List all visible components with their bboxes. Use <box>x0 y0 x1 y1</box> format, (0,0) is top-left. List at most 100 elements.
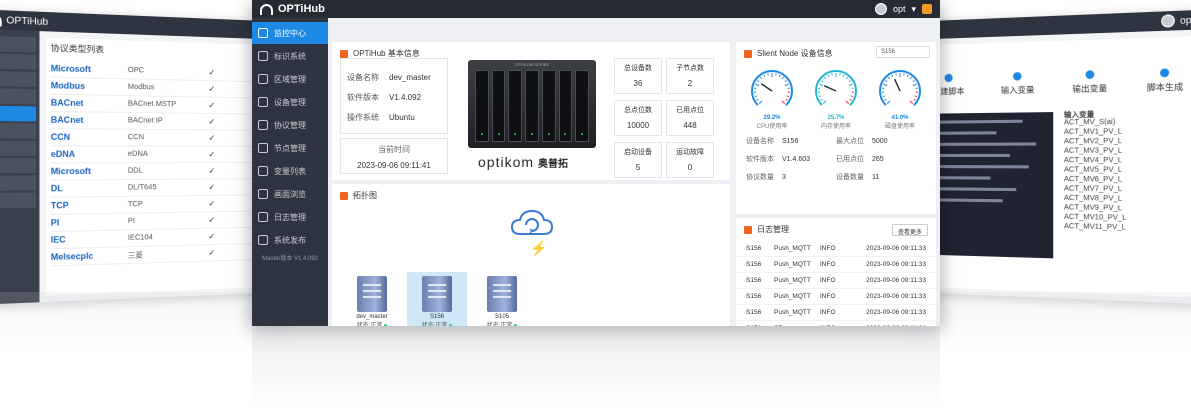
view-more-button[interactable]: 查看更多 <box>891 224 928 236</box>
user-avatar[interactable] <box>874 3 887 15</box>
avatar[interactable] <box>1161 14 1176 28</box>
fullscreen-button[interactable] <box>922 4 932 14</box>
chevron-down-icon[interactable]: ▾ <box>911 3 916 14</box>
left-nav-item[interactable] <box>0 158 37 174</box>
script-step-label: 输出变量 <box>1072 83 1108 94</box>
optikom-logo-text: optikom <box>478 154 535 170</box>
input-variable-item[interactable]: ACT_MV11_PV_L <box>1063 223 1126 232</box>
left-sidebar <box>0 28 40 305</box>
left-nav-item[interactable] <box>0 192 37 209</box>
log-type: Push_MQTT <box>774 245 811 252</box>
gauge-tick <box>848 83 853 87</box>
right-user[interactable]: opt <box>1180 14 1191 26</box>
stat-box: 总设备数 36 <box>614 58 662 94</box>
protocol-name: OPC <box>127 66 145 75</box>
gauge-tick <box>821 80 824 82</box>
input-variable-item[interactable]: ACT_MV1_PV_L <box>1063 128 1123 137</box>
log-node: S156 <box>746 325 774 326</box>
gauge-ring <box>815 70 857 112</box>
input-variable-item[interactable]: ACT_MV3_PV_L <box>1063 147 1123 155</box>
check-icon: ✓ <box>208 198 216 209</box>
stat-label: 启动设备 <box>624 149 652 156</box>
sidebar-item-4[interactable]: 协议管理 <box>252 114 328 136</box>
user-name[interactable]: opt <box>892 4 906 14</box>
check-icon: ✓ <box>208 117 216 127</box>
script-step[interactable]: 输入变量 <box>1001 72 1034 97</box>
sidebar-item-0[interactable]: 监控中心 <box>252 22 328 44</box>
topology-icon <box>340 191 348 200</box>
right-topbar: opt <box>905 9 1191 40</box>
gauge-tick <box>912 80 915 82</box>
left-nav-item-active[interactable] <box>0 105 37 122</box>
left-nav-item[interactable] <box>0 88 37 105</box>
check-icon: ✓ <box>208 215 216 225</box>
sidebar-item-8[interactable]: 日志管理 <box>252 206 328 228</box>
left-nav-item[interactable] <box>0 140 37 156</box>
sidebar-item-label: 画面浏览 <box>274 189 306 199</box>
input-variable-item[interactable]: ACT_MV2_PV_L <box>1063 137 1123 146</box>
node-select[interactable]: S156 <box>876 46 930 58</box>
main-reflection <box>252 326 940 406</box>
log-node: S156 <box>746 261 762 268</box>
gauge-tick <box>882 95 885 98</box>
log-level: INFO <box>820 277 836 284</box>
left-nav-item[interactable] <box>0 175 37 191</box>
node-info-key: 协议数量 <box>746 174 774 181</box>
log-level: INFO <box>820 261 836 268</box>
software-version-value: V1.4.092 <box>389 92 422 102</box>
script-step[interactable]: 脚本生成 <box>1147 68 1183 94</box>
sidebar-item-3[interactable]: 设备管理 <box>252 91 328 113</box>
left-nav-item[interactable] <box>0 35 37 53</box>
nas-device-image: OPTIKOM SERIES <box>468 60 596 148</box>
device-brand-label: OPTIKOM SERIES <box>514 62 550 67</box>
nav-item-icon <box>258 189 268 199</box>
script-step[interactable]: 输出变量 <box>1072 70 1107 95</box>
check-icon: ✓ <box>208 231 216 242</box>
gauge-tick <box>891 74 894 77</box>
current-time-label: 当前时间 <box>378 145 410 154</box>
protocol-name: BACnet IP <box>127 117 163 125</box>
sidebar-version: Master版本 V1.4.092 <box>261 256 319 262</box>
stat-value: 36 <box>633 79 643 88</box>
input-variable-item[interactable]: ACT_MV4_PV_L <box>1063 157 1123 165</box>
left-nav-item[interactable] <box>0 70 37 87</box>
left-nav-item[interactable] <box>0 53 37 70</box>
gauge-tick <box>887 76 890 80</box>
sidebar-item-6[interactable]: 变量列表 <box>252 160 328 182</box>
sidebar-item-1[interactable]: 标识系统 <box>252 45 328 67</box>
gauge-tick <box>909 100 914 105</box>
sidebar-item-2[interactable]: 区域管理 <box>252 68 328 90</box>
sidebar-item-7[interactable]: 画面浏览 <box>252 183 328 205</box>
server-status-text: 状态:正常 <box>356 323 383 326</box>
sidebar-item-label: 系统发布 <box>274 235 306 245</box>
log-row[interactable]: S156S7INFO2023-09-06 09:11:31 <box>736 321 936 326</box>
sidebar-item-5[interactable]: 节点管理 <box>252 137 328 159</box>
gauge: 41.0%磁盘使用率 <box>874 65 926 130</box>
brand[interactable]: OPTiHub <box>260 3 325 15</box>
log-level: INFO <box>820 309 836 316</box>
sidebar-item-9[interactable]: 系统发布 <box>252 229 328 251</box>
protocol-logo: Melsecplc <box>50 251 94 263</box>
script-step-label: 输入变量 <box>1000 85 1035 96</box>
nav-item-icon <box>258 212 268 222</box>
gauge-tick <box>820 98 823 101</box>
left-nav-item[interactable] <box>0 123 37 139</box>
stat-label: 总设备数 <box>624 65 652 72</box>
